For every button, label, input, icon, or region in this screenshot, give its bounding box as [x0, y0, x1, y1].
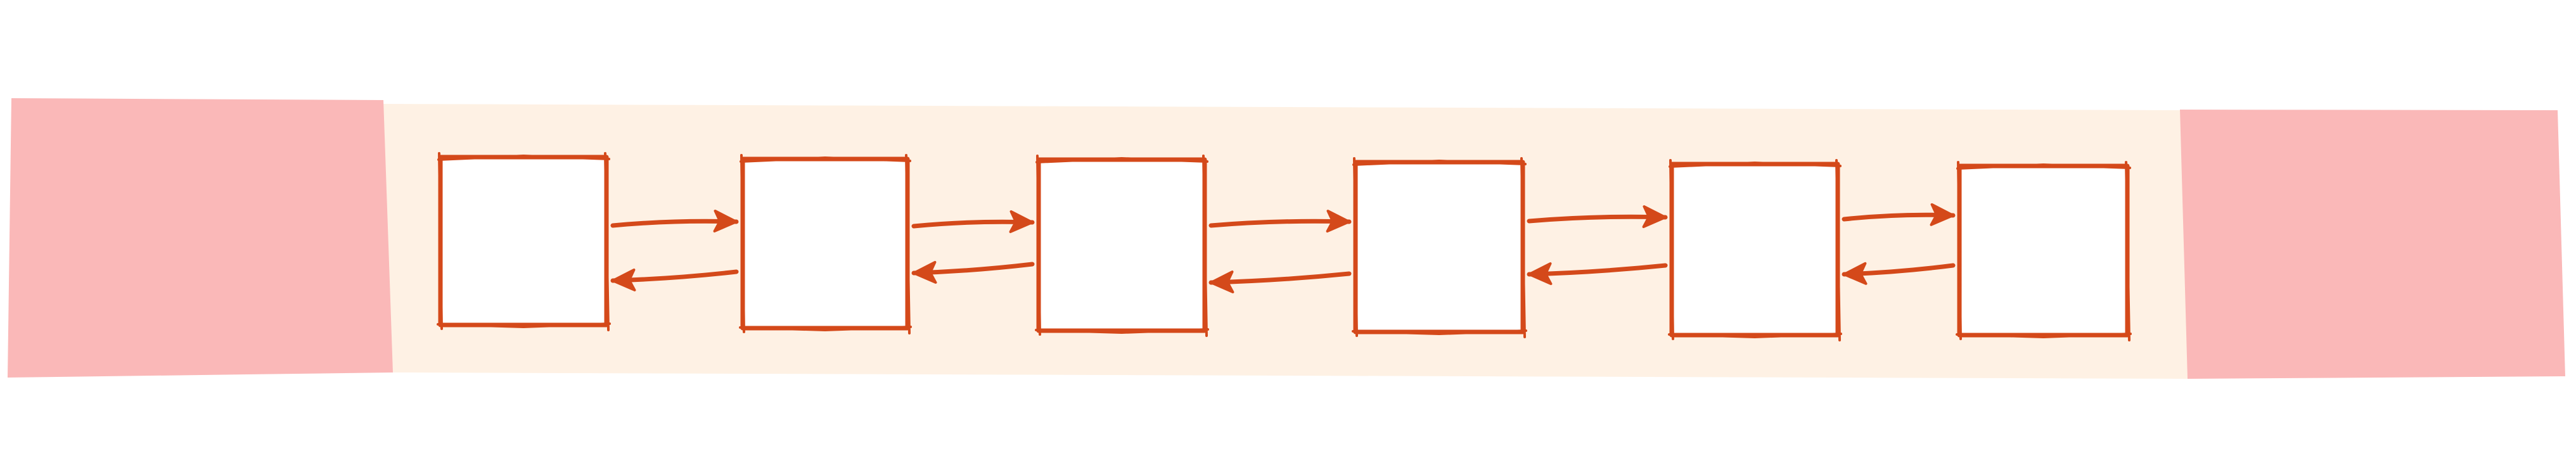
node-2: [739, 154, 912, 334]
node-1-sketch: [437, 152, 611, 331]
node-3-box: [1036, 157, 1207, 333]
link-prev-node-2-to-node-1: [610, 268, 739, 291]
node-4: [1352, 157, 1527, 338]
middle-band: [383, 104, 2188, 379]
node-6-sketch: [1956, 161, 2132, 341]
link-prev-node-5-to-node-4-arrowhead: [1528, 262, 1553, 286]
node-3: [1035, 155, 1209, 337]
link-prev-node-6-to-node-5: [1842, 262, 1956, 285]
link-prev-node-5-to-node-4: [1527, 262, 1668, 286]
link-prev-node-6-to-node-5-arrowhead: [1843, 262, 1868, 285]
node-6-box: [1957, 163, 2130, 338]
link-prev-node-3-to-node-2: [911, 260, 1035, 284]
node-4-box: [1353, 160, 1525, 334]
node-1: [437, 152, 611, 331]
node-2-sketch: [739, 154, 912, 334]
link-next-node-4-to-node-5: [1527, 205, 1668, 229]
node-5: [1668, 159, 1842, 341]
links-group: [610, 203, 1956, 294]
node-1-box: [438, 155, 609, 328]
node-4-sketch: [1352, 157, 1527, 338]
link-prev-node-2-to-node-1-arrowhead: [612, 268, 636, 291]
link-next-node-4-to-node-5-arrowhead: [1642, 205, 1667, 229]
node-5-box: [1669, 162, 1840, 338]
nodes-group: [437, 152, 2132, 341]
link-next-node-2-to-node-3-arrowhead: [1009, 210, 1034, 233]
link-next-node-1-to-node-2-arrowhead: [713, 209, 738, 232]
link-next-node-5-to-node-6: [1842, 203, 1956, 226]
link-next-node-5-to-node-6-arrowhead: [1930, 203, 1954, 226]
left-block: [8, 98, 393, 378]
node-6: [1956, 161, 2132, 341]
node-2-box: [740, 156, 910, 331]
link-prev-node-4-to-node-3-arrowhead: [1210, 270, 1234, 294]
link-next-node-2-to-node-3: [911, 210, 1035, 233]
link-next-node-1-to-node-2: [610, 209, 739, 232]
node-3-sketch: [1035, 155, 1209, 337]
right-block: [2180, 110, 2565, 379]
link-prev-node-3-to-node-2-arrowhead: [913, 260, 937, 284]
link-next-node-3-to-node-4-arrowhead: [1326, 210, 1350, 233]
node-5-sketch: [1668, 159, 1842, 341]
link-prev-node-4-to-node-3: [1208, 270, 1352, 294]
link-next-node-3-to-node-4: [1208, 210, 1352, 233]
